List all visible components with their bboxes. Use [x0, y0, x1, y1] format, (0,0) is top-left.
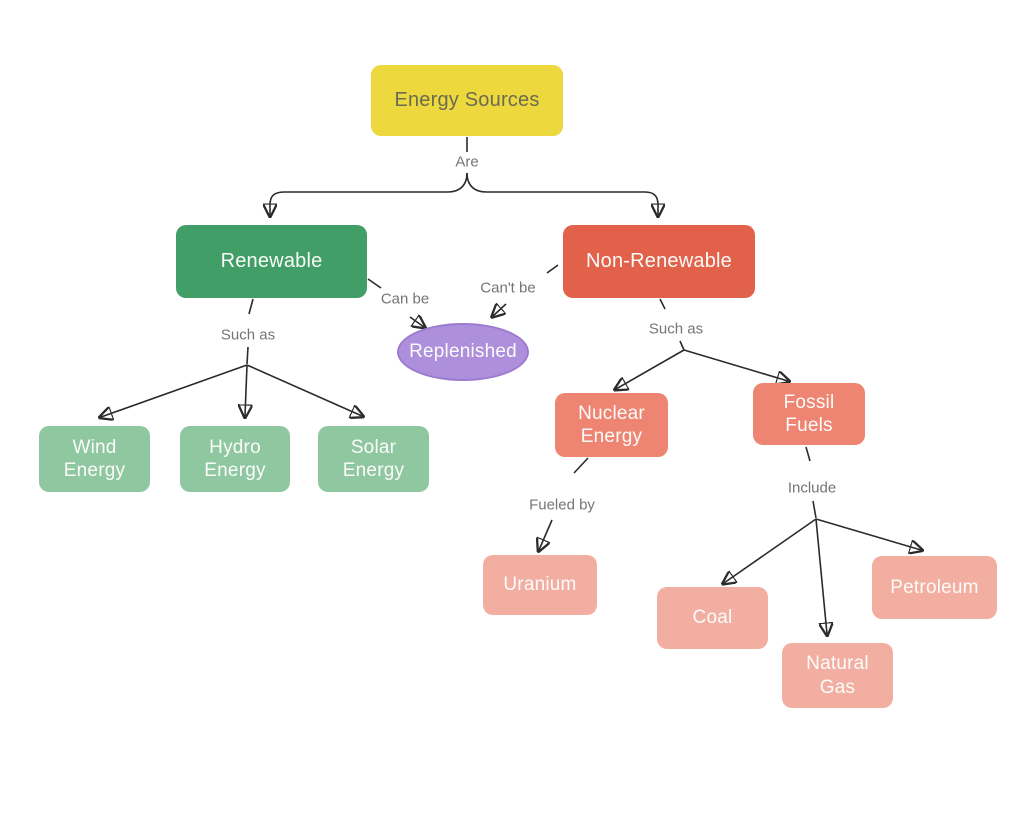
edge-canbe-replenished	[409, 317, 424, 327]
edge-suchas-nuclear	[616, 349, 685, 389]
edge-renewable-canbe-stub	[367, 278, 382, 289]
edge-label-fueled-by: Fueled by	[529, 496, 595, 514]
edge-renewable-suchas-stub	[248, 298, 254, 315]
edge-fueledby-uranium	[539, 519, 553, 550]
node-coal-label: Coal	[692, 607, 733, 629]
node-hydro-energy-label: Hydro Energy	[204, 436, 266, 481]
node-solar-energy: Solar Energy	[318, 426, 429, 492]
node-nuclear-energy-label: Nuclear Energy	[578, 402, 645, 447]
node-fossil-fuels-label: Fossil Fuels	[783, 391, 835, 436]
node-nuclear-energy: Nuclear Energy	[555, 393, 668, 457]
edge-nuclear-fueledby-stub	[573, 457, 589, 474]
node-non-renewable: Non-Renewable	[563, 225, 755, 298]
node-petroleum: Petroleum	[872, 556, 997, 619]
node-renewable-label: Renewable	[220, 250, 323, 273]
node-natural-gas-label: Natural Gas	[806, 653, 869, 698]
node-solar-energy-label: Solar Energy	[342, 436, 405, 481]
edge-label-include: Include	[787, 479, 837, 497]
node-hydro-energy: Hydro Energy	[180, 426, 290, 492]
edge-suchas-right-fan-stub	[679, 340, 685, 351]
edge-label-such-as-right: Such as	[648, 320, 704, 338]
edge-include-petroleum	[815, 518, 921, 550]
edge-are-non-renewable	[466, 172, 658, 215]
node-energy-sources-label: Energy Sources	[394, 89, 540, 112]
node-replenished-label: Replenished	[409, 341, 517, 363]
node-wind-energy-label: Wind Energy	[63, 436, 126, 481]
edge-include-coal	[724, 518, 817, 583]
edge-fossil-include-stub	[805, 446, 811, 462]
node-coal: Coal	[657, 587, 768, 649]
node-uranium: Uranium	[483, 555, 597, 615]
edge-suchas-left-fan-stub	[246, 346, 249, 365]
node-fossil-fuels: Fossil Fuels	[753, 383, 865, 445]
edge-are-renewable	[270, 172, 468, 215]
node-replenished: Replenished	[397, 323, 529, 381]
node-natural-gas: Natural Gas	[782, 643, 893, 708]
edge-suchas-fossil	[683, 349, 788, 381]
node-wind-energy: Wind Energy	[39, 426, 150, 492]
node-non-renewable-label: Non-Renewable	[585, 250, 733, 273]
edge-suchas-wind	[101, 364, 248, 417]
edge-include-natural-gas	[815, 518, 827, 634]
node-renewable: Renewable	[176, 225, 367, 298]
edge-include-fan-stub	[812, 500, 817, 519]
edge-label-are: Are	[455, 153, 479, 171]
node-uranium-label: Uranium	[503, 574, 577, 596]
edge-nonrenewable-cantbe-stub	[546, 264, 559, 274]
edge-label-such-as-left: Such as	[220, 326, 276, 344]
node-energy-sources: Energy Sources	[371, 65, 563, 136]
edge-label-cant-be: Can't be	[480, 279, 536, 297]
edge-suchas-solar	[246, 364, 362, 416]
edge-cantbe-replenished	[493, 304, 507, 316]
edge-label-can-be: Can be	[380, 290, 430, 308]
edge-suchas-hydro	[245, 364, 247, 416]
edge-nonrenewable-suchas-stub	[659, 298, 666, 310]
node-petroleum-label: Petroleum	[890, 576, 979, 598]
